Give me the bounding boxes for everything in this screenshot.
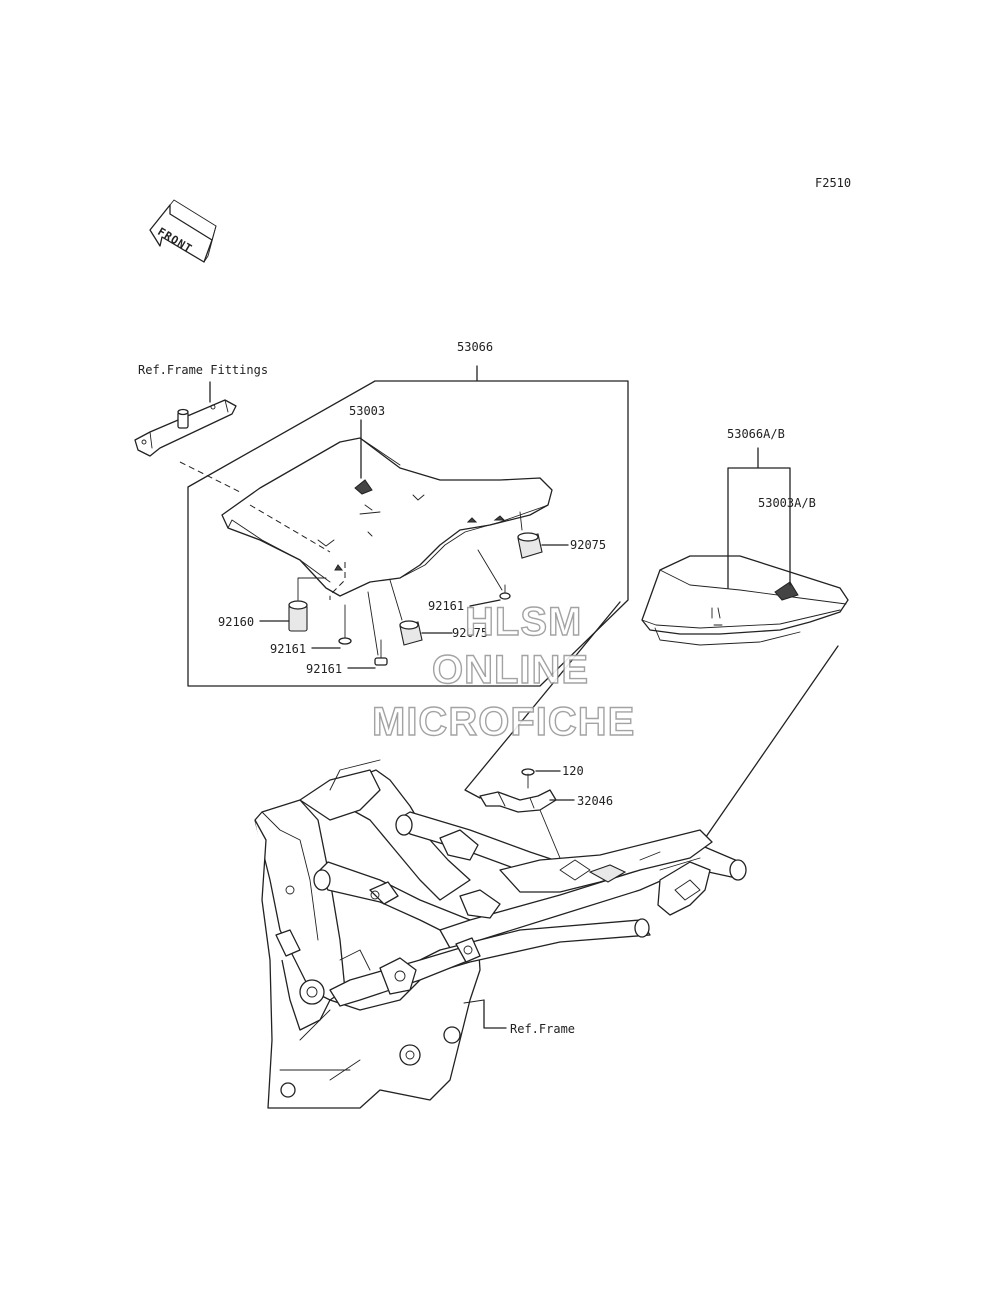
watermark-online: ONLINE bbox=[431, 647, 590, 692]
bolt-92161-c bbox=[499, 584, 511, 600]
passenger-seat bbox=[641, 555, 849, 646]
bush-92075-right bbox=[517, 532, 543, 559]
bolt-92161-b bbox=[374, 639, 388, 666]
callout-ref-frame: Ref.Frame bbox=[510, 1022, 576, 1036]
frame-fitting-bracket bbox=[134, 399, 237, 457]
callout-92160: 92160 bbox=[218, 615, 255, 629]
motorcycle-frame bbox=[254, 759, 747, 1109]
callout-53066: 53066 bbox=[457, 340, 494, 354]
rider-seat bbox=[221, 437, 553, 597]
bush-92160 bbox=[288, 600, 308, 632]
callout-53003ab: 53003A/B bbox=[758, 496, 816, 510]
bolt-92161-a bbox=[338, 604, 352, 645]
watermark-hlsm: HLSM bbox=[464, 599, 583, 644]
callout-120: 120 bbox=[562, 764, 584, 778]
callout-32046: 32046 bbox=[577, 794, 614, 808]
bolt-120 bbox=[521, 768, 535, 789]
front-arrow-icon bbox=[149, 199, 217, 263]
callout-ref-frame-fittings: Ref.Frame Fittings bbox=[138, 363, 269, 377]
bracket-32046 bbox=[479, 789, 557, 813]
callout-92161-upper: 92161 bbox=[428, 599, 465, 613]
callout-53066ab: 53066A/B bbox=[727, 427, 785, 441]
callout-92161-left: 92161 bbox=[270, 642, 307, 656]
figure-code: F2510 bbox=[815, 176, 852, 190]
watermark-microfiche: MICROFICHE bbox=[371, 699, 636, 744]
bush-92075-middle bbox=[399, 620, 423, 646]
callout-92075-middle: 92075 bbox=[452, 626, 489, 640]
callout-53003: 53003 bbox=[349, 404, 386, 418]
callout-92075-right: 92075 bbox=[570, 538, 607, 552]
assembly-bracket bbox=[187, 365, 629, 687]
callout-92161-lower: 92161 bbox=[306, 662, 343, 676]
